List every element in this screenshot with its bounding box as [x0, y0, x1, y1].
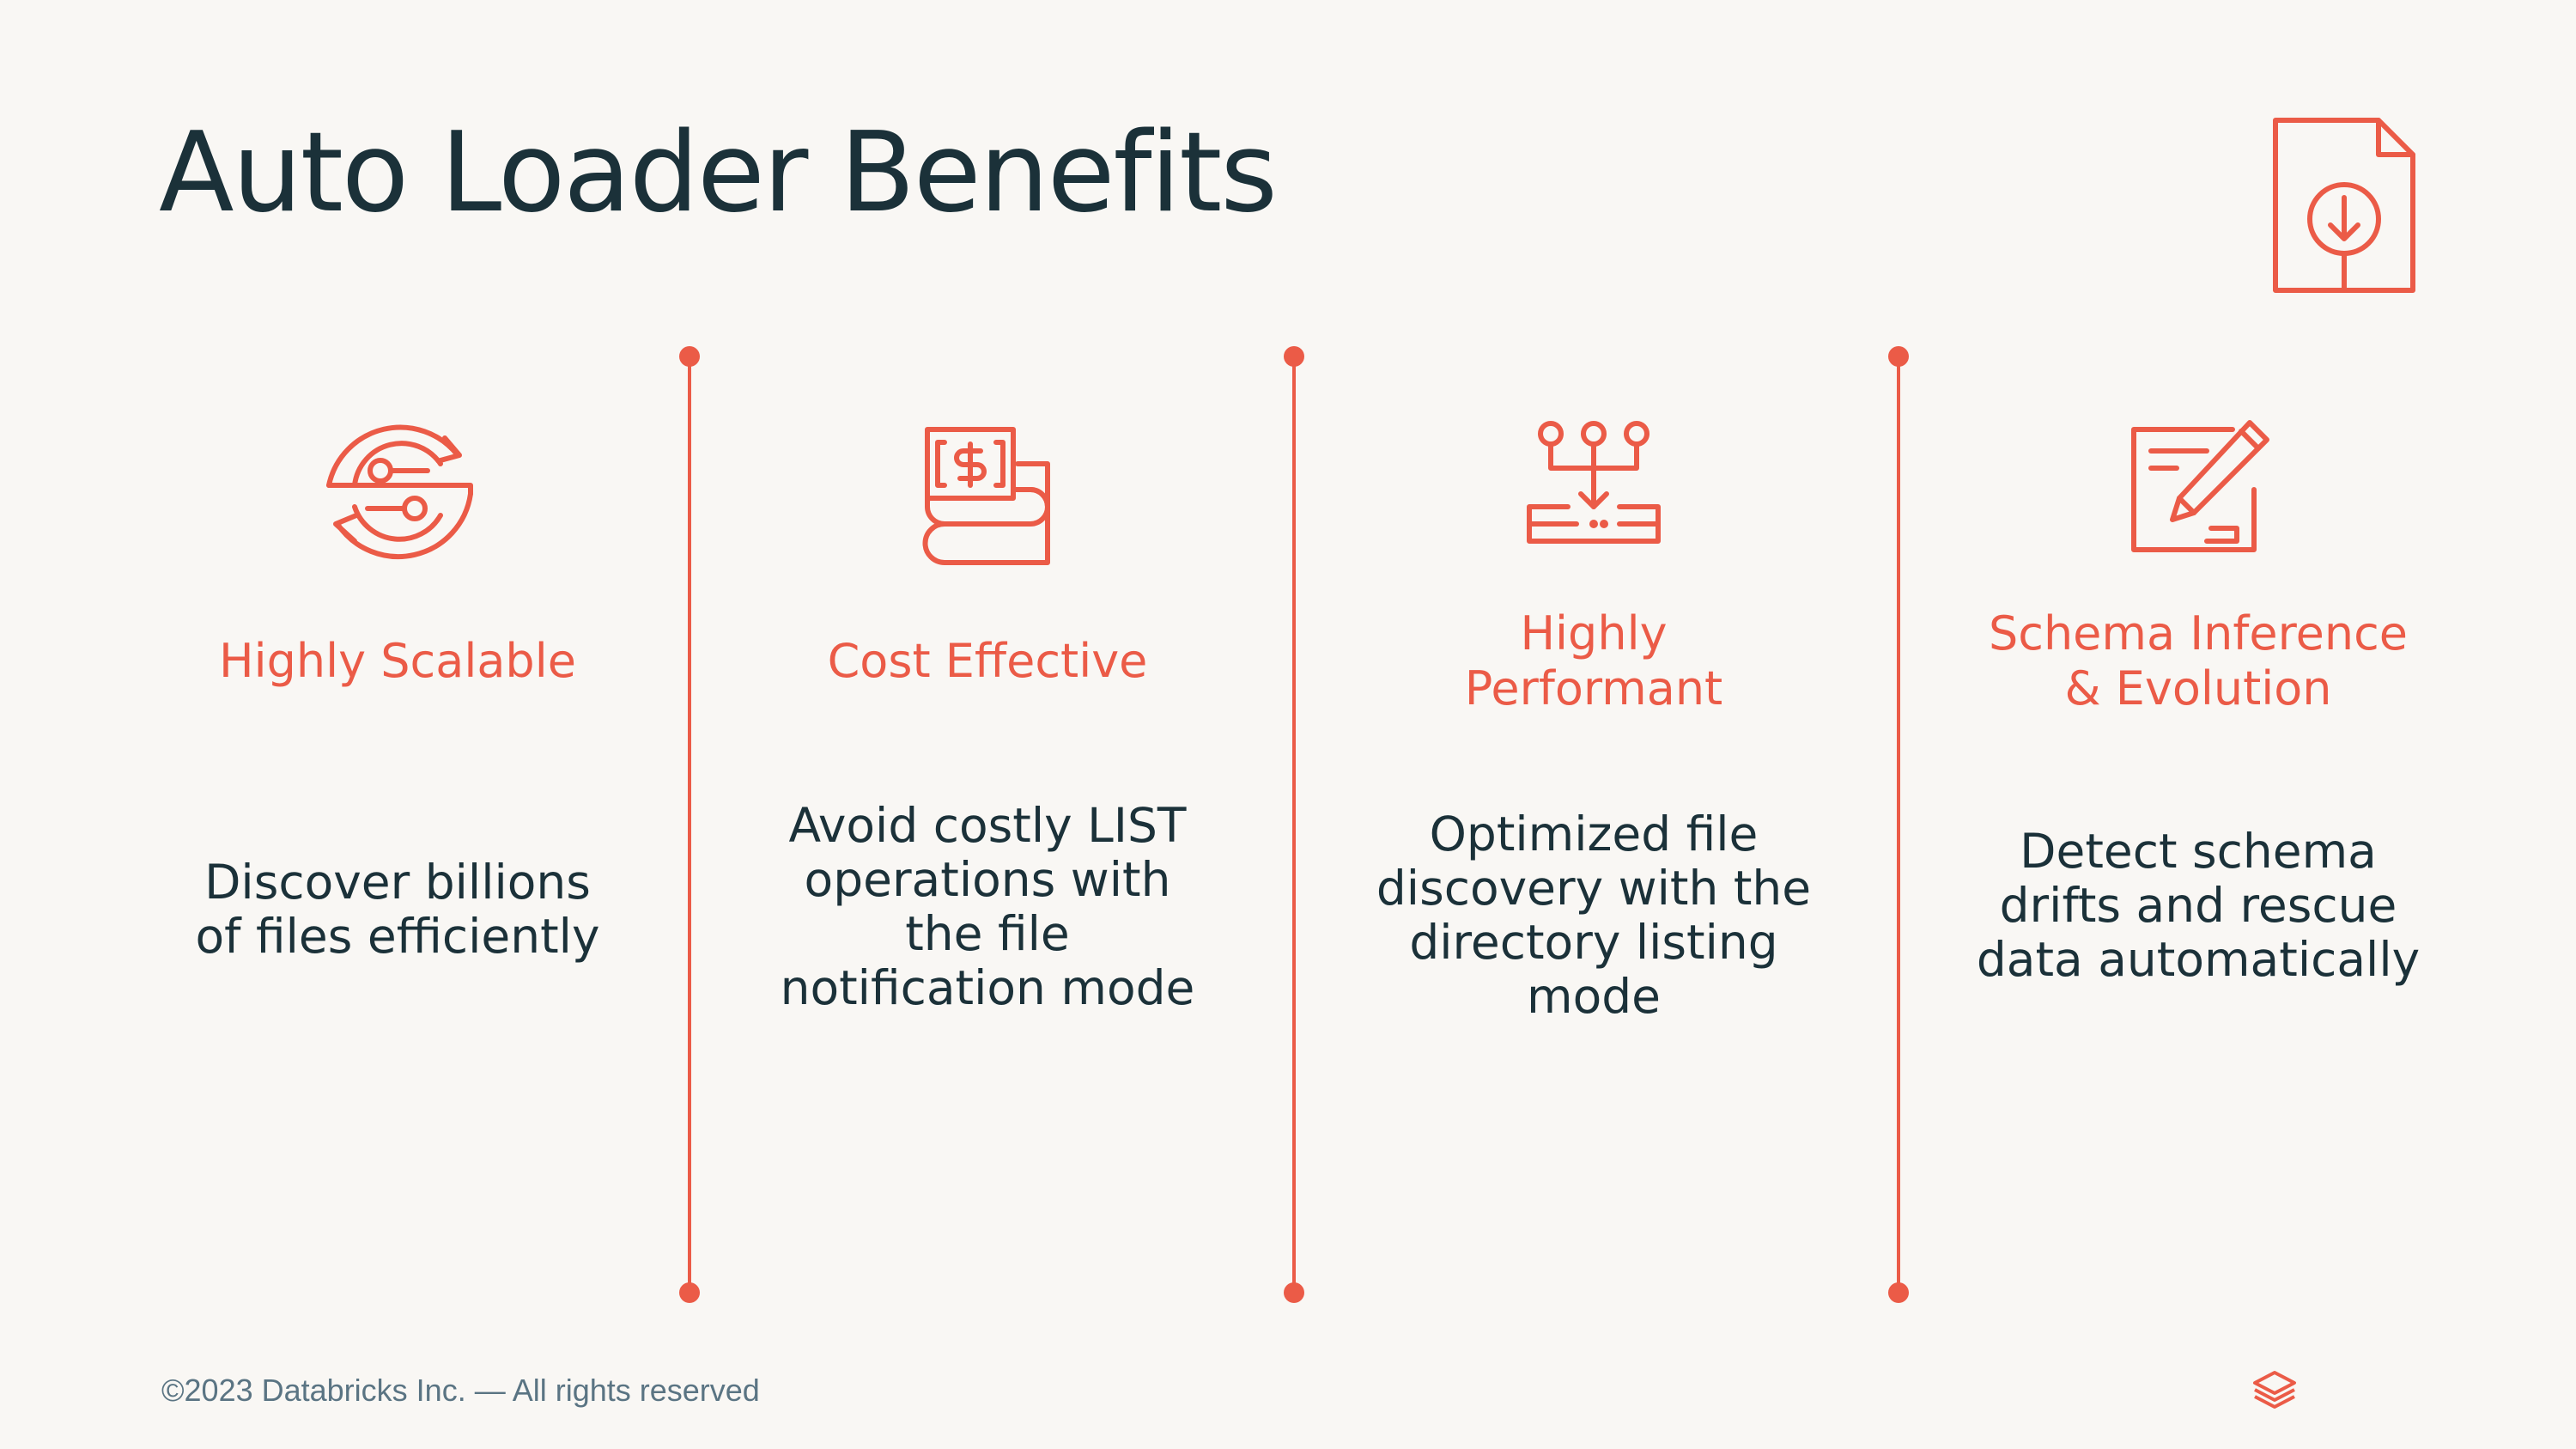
databricks-logo-icon [2253, 1371, 2296, 1409]
form-pencil-icon [2131, 420, 2269, 552]
column-divider-3 [1888, 346, 1909, 1303]
benefit-heading: Schema Inference & Evolution [1988, 606, 2409, 715]
column-divider-2 [1284, 346, 1304, 1303]
benefit-description: Detect schema drifts and rescue data aut… [1976, 824, 2421, 987]
column-divider-1 [679, 346, 700, 1303]
benefit-heading: Highly Performant [1464, 606, 1723, 715]
footer-copyright: ©2023 Databricks Inc. — All rights reser… [161, 1373, 760, 1408]
benefit-heading: Highly Scalable [219, 634, 576, 688]
slide-title: Auto Loader Benefits [159, 109, 1278, 237]
file-download-icon [2273, 118, 2415, 293]
benefit-description: Avoid costly LIST operations with the fi… [780, 798, 1195, 1015]
benefit-description: Optimized file discovery with the direct… [1376, 807, 1812, 1024]
benefit-description: Discover billions of files efficiently [195, 855, 600, 964]
scalable-arrows-icon [326, 424, 473, 560]
dollar-bill-icon [922, 427, 1050, 565]
benefit-heading: Cost Effective [827, 634, 1148, 688]
merge-to-tray-icon [1527, 421, 1661, 544]
